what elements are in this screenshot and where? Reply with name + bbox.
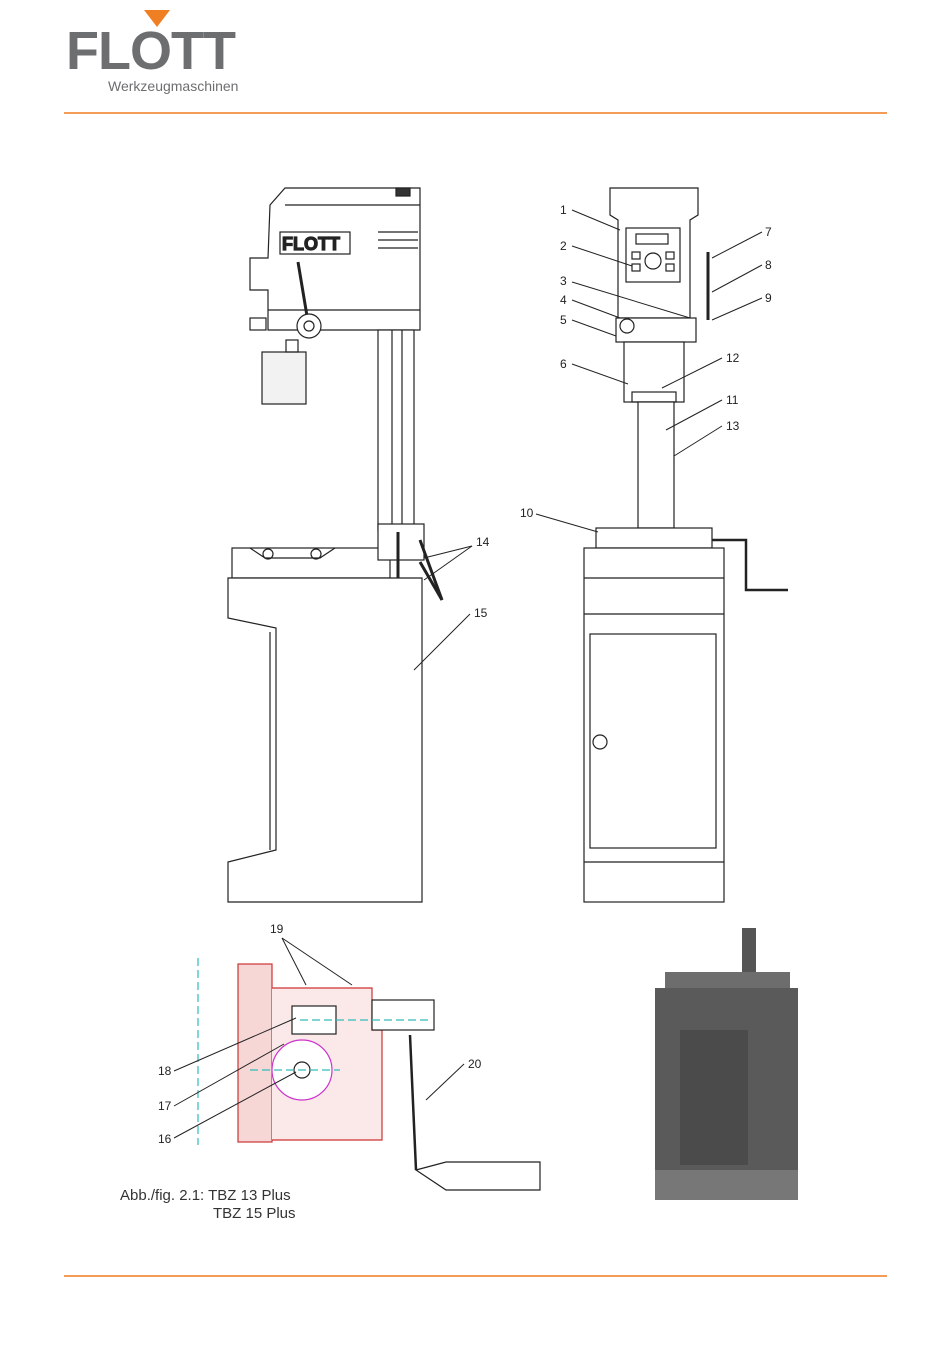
side-view: FLOTT bbox=[228, 188, 442, 902]
callout-14: 14 bbox=[476, 535, 490, 549]
callout-11: 11 bbox=[726, 393, 739, 407]
callout-8: 8 bbox=[765, 258, 772, 272]
callout-3: 3 bbox=[560, 274, 567, 288]
callout-20: 20 bbox=[468, 1057, 482, 1071]
callout-15: 15 bbox=[474, 606, 488, 620]
figure-caption: Abb./fig. 2.1: TBZ 13 Plus TBZ 15 Plus bbox=[120, 1187, 296, 1223]
callout-9: 9 bbox=[765, 291, 772, 305]
cabinet-photo bbox=[655, 928, 798, 1200]
callout-1: 1 bbox=[560, 203, 567, 217]
callout-4: 4 bbox=[560, 293, 567, 307]
caption-line-1: Abb./fig. 2.1: TBZ 13 Plus bbox=[120, 1187, 291, 1204]
callout-2: 2 bbox=[560, 239, 567, 253]
callout-17: 17 bbox=[158, 1099, 172, 1113]
footer-rule bbox=[64, 1275, 887, 1277]
callout-16: 16 bbox=[158, 1132, 172, 1146]
caption-line-2: TBZ 15 Plus bbox=[120, 1205, 296, 1223]
callout-10: 10 bbox=[520, 506, 534, 520]
side-view-logo: FLOTT bbox=[282, 234, 340, 254]
callout-5: 5 bbox=[560, 313, 567, 327]
callout-19: 19 bbox=[270, 922, 284, 936]
callout-13: 13 bbox=[726, 419, 740, 433]
callout-12: 12 bbox=[726, 351, 740, 365]
callout-18: 18 bbox=[158, 1064, 172, 1078]
section-detail bbox=[198, 958, 540, 1190]
callout-6: 6 bbox=[560, 357, 567, 371]
callout-7: 7 bbox=[765, 225, 772, 239]
